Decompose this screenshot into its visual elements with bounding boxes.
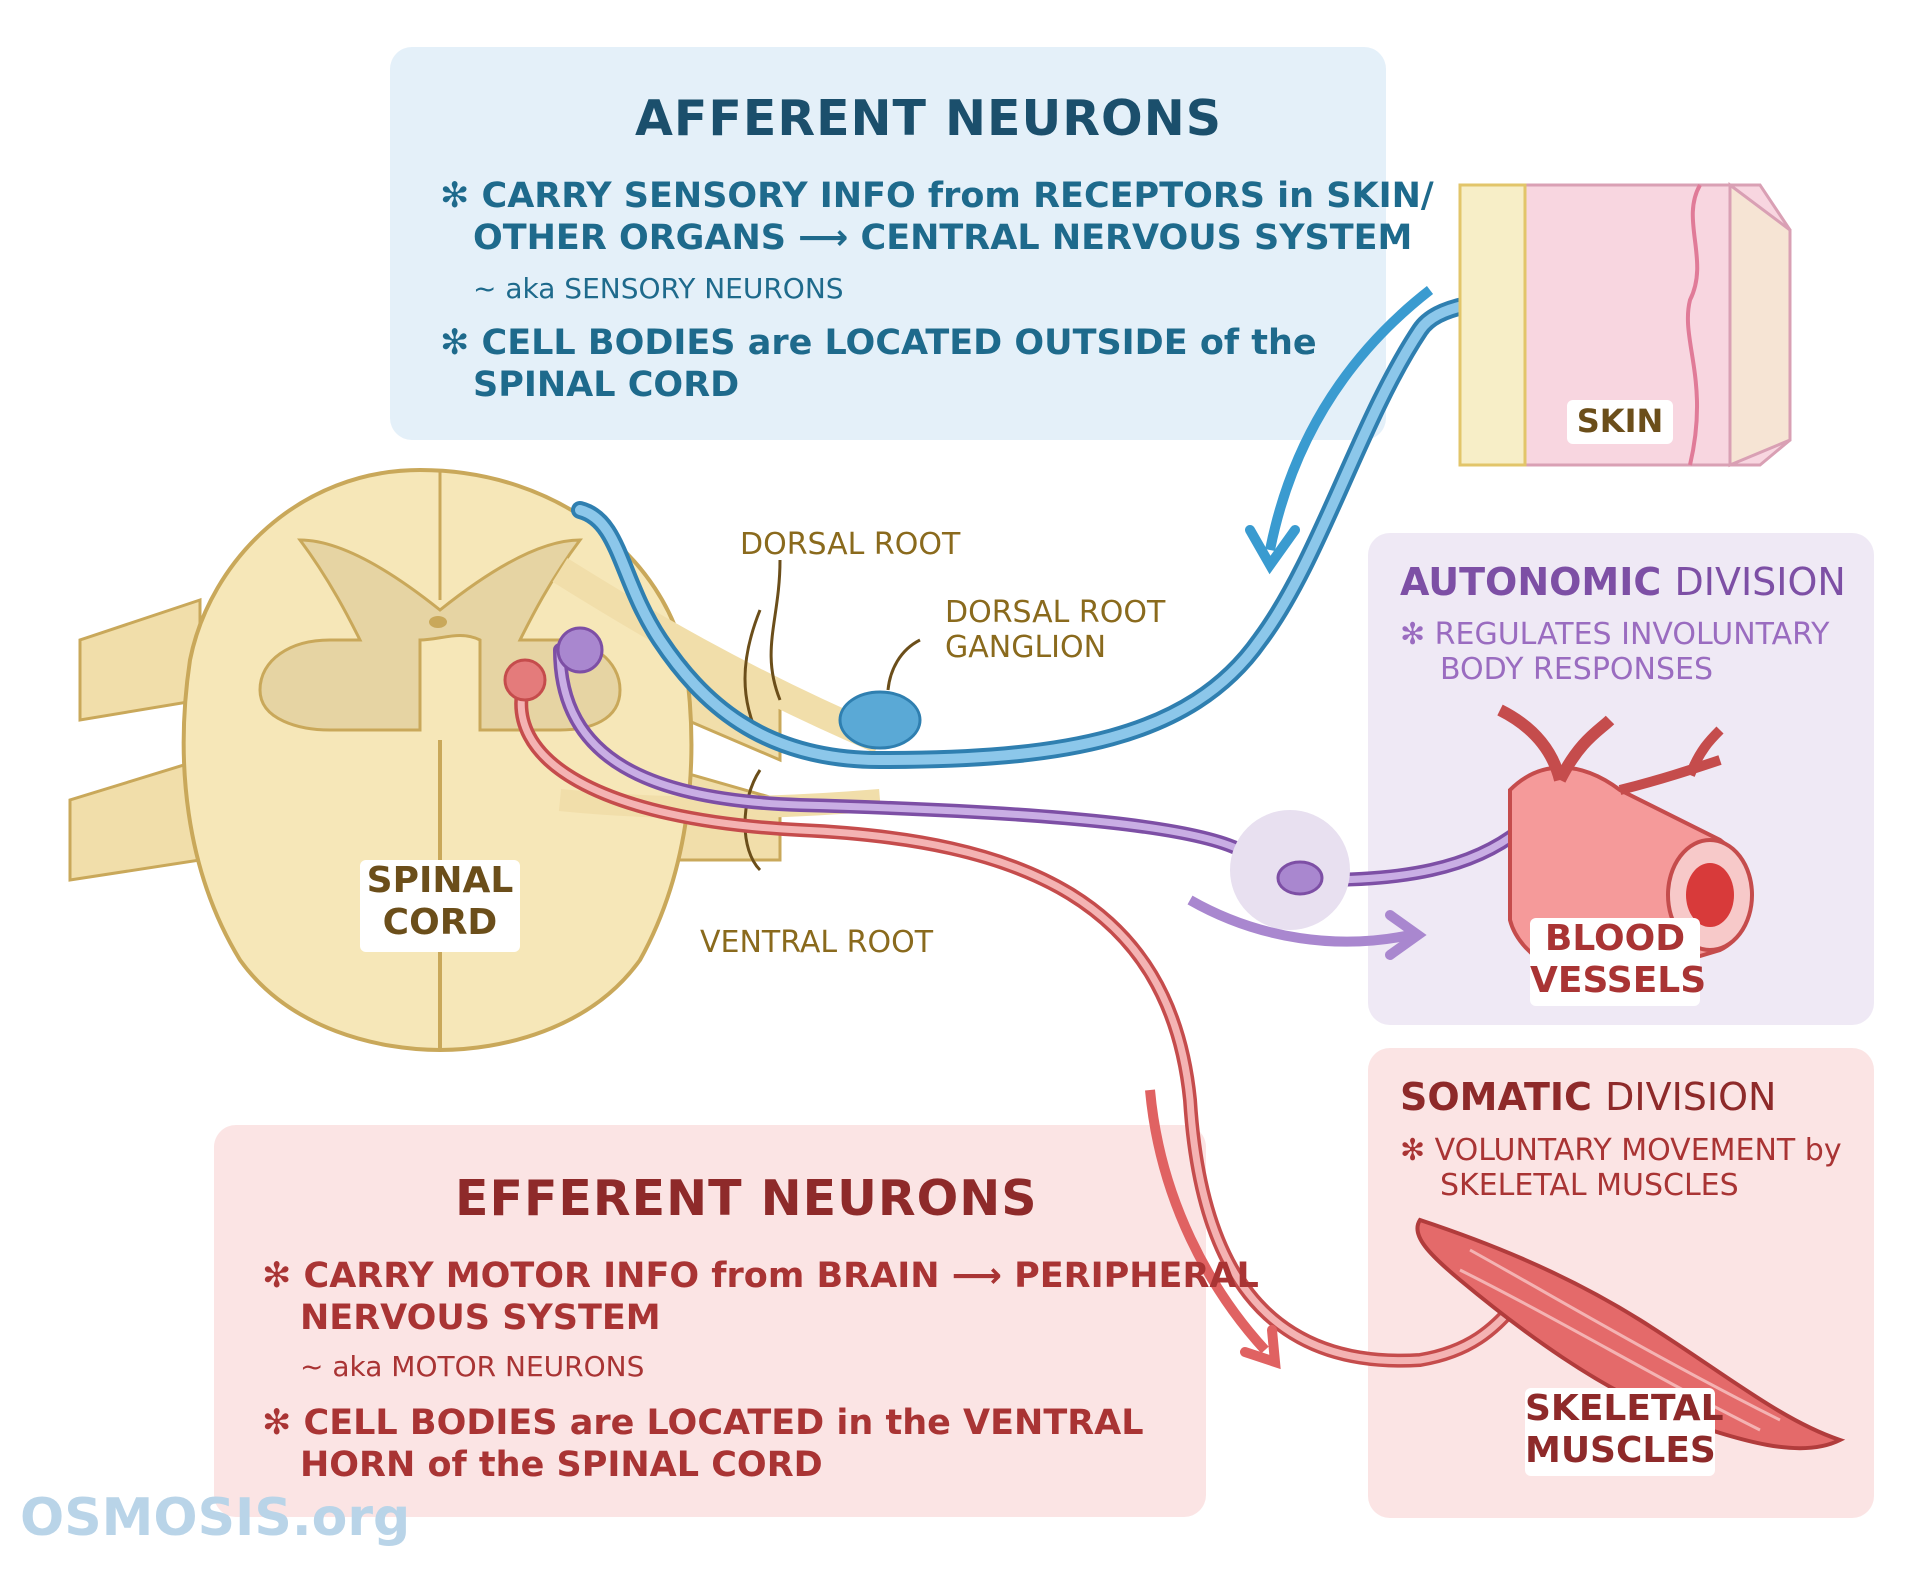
efferent-aka: ~ aka MOTOR NEURONS <box>300 1350 645 1383</box>
efferent-point-2-line-1: ✻ CELL BODIES are LOCATED in the VENTRAL <box>262 1403 1144 1443</box>
somatic-title-bold: SOMATIC <box>1400 1075 1592 1119</box>
skeletal-muscles-label-line-2: MUSCLES <box>1525 1430 1716 1471</box>
somatic-title: SOMATIC DIVISION <box>1400 1075 1776 1119</box>
spinal-cord-label: SPINAL CORD <box>360 860 520 952</box>
osmosis-logo[interactable]: OSMOSIS.org <box>20 1488 411 1548</box>
skin-label: SKIN <box>1567 400 1673 444</box>
somatic-point-line-1: ✻ VOLUNTARY MOVEMENT by <box>1400 1133 1842 1168</box>
spinal-cord-label-line-1: SPINAL <box>366 860 514 901</box>
afferent-point-1-line-2: OTHER ORGANS ⟶ CENTRAL NERVOUS SYSTEM <box>473 218 1413 258</box>
efferent-point-1-line-1: ✻ CARRY MOTOR INFO from BRAIN ⟶ PERIPHER… <box>262 1256 1259 1296</box>
blood-vessels-label-line-1: BLOOD <box>1544 918 1686 959</box>
dorsal-root-label: DORSAL ROOT <box>740 527 961 562</box>
efferent-point-2-line-2: HORN of the SPINAL CORD <box>300 1445 823 1485</box>
blood-vessels-label-line-2: VESSELS <box>1530 960 1707 1001</box>
skin-illustration <box>1458 182 1792 468</box>
efferent-neuron <box>503 658 1527 1368</box>
afferent-aka: ~ aka SENSORY NEURONS <box>473 272 844 305</box>
dorsal-root-ganglion-label-line-2: GANGLION <box>945 630 1107 665</box>
autonomic-point-line-2: BODY RESPONSES <box>1440 652 1714 687</box>
autonomic-point-line-1: ✻ REGULATES INVOLUNTARY <box>1400 617 1830 652</box>
efferent-title: EFFERENT NEURONS <box>455 1170 1038 1227</box>
autonomic-neuron <box>553 626 1527 930</box>
afferent-point-2-line-2: SPINAL CORD <box>473 365 740 405</box>
efferent-point-1-line-2: NERVOUS SYSTEM <box>300 1298 661 1338</box>
afferent-panel <box>390 47 1386 440</box>
afferent-title: AFFERENT NEURONS <box>635 90 1222 147</box>
autonomic-title-rest: DIVISION <box>1674 560 1846 604</box>
efferent-panel <box>214 1125 1206 1517</box>
spinal-cord-label-line-2: CORD <box>382 902 498 943</box>
afferent-neuron <box>571 247 1660 770</box>
skeletal-muscles-label: SKELETAL MUSCLES <box>1525 1388 1724 1476</box>
ventral-root-label: VENTRAL ROOT <box>700 925 934 960</box>
autonomic-title: AUTONOMIC DIVISION <box>1400 560 1846 604</box>
skeletal-muscle-illustration <box>1415 1217 1846 1451</box>
somatic-title-rest: DIVISION <box>1605 1075 1777 1119</box>
afferent-point-2-line-1: ✻ CELL BODIES are LOCATED OUTSIDE of the <box>440 323 1317 363</box>
somatic-point-line-2: SKELETAL MUSCLES <box>1440 1168 1739 1203</box>
blood-vessels-label: BLOOD VESSELS <box>1530 918 1707 1006</box>
autonomic-title-bold: AUTONOMIC <box>1400 560 1662 604</box>
skeletal-muscles-label-line-1: SKELETAL <box>1525 1388 1724 1429</box>
dorsal-root-ganglion-label-line-1: DORSAL ROOT <box>945 595 1166 630</box>
afferent-point-1-line-1: ✻ CARRY SENSORY INFO from RECEPTORS in S… <box>440 176 1434 216</box>
